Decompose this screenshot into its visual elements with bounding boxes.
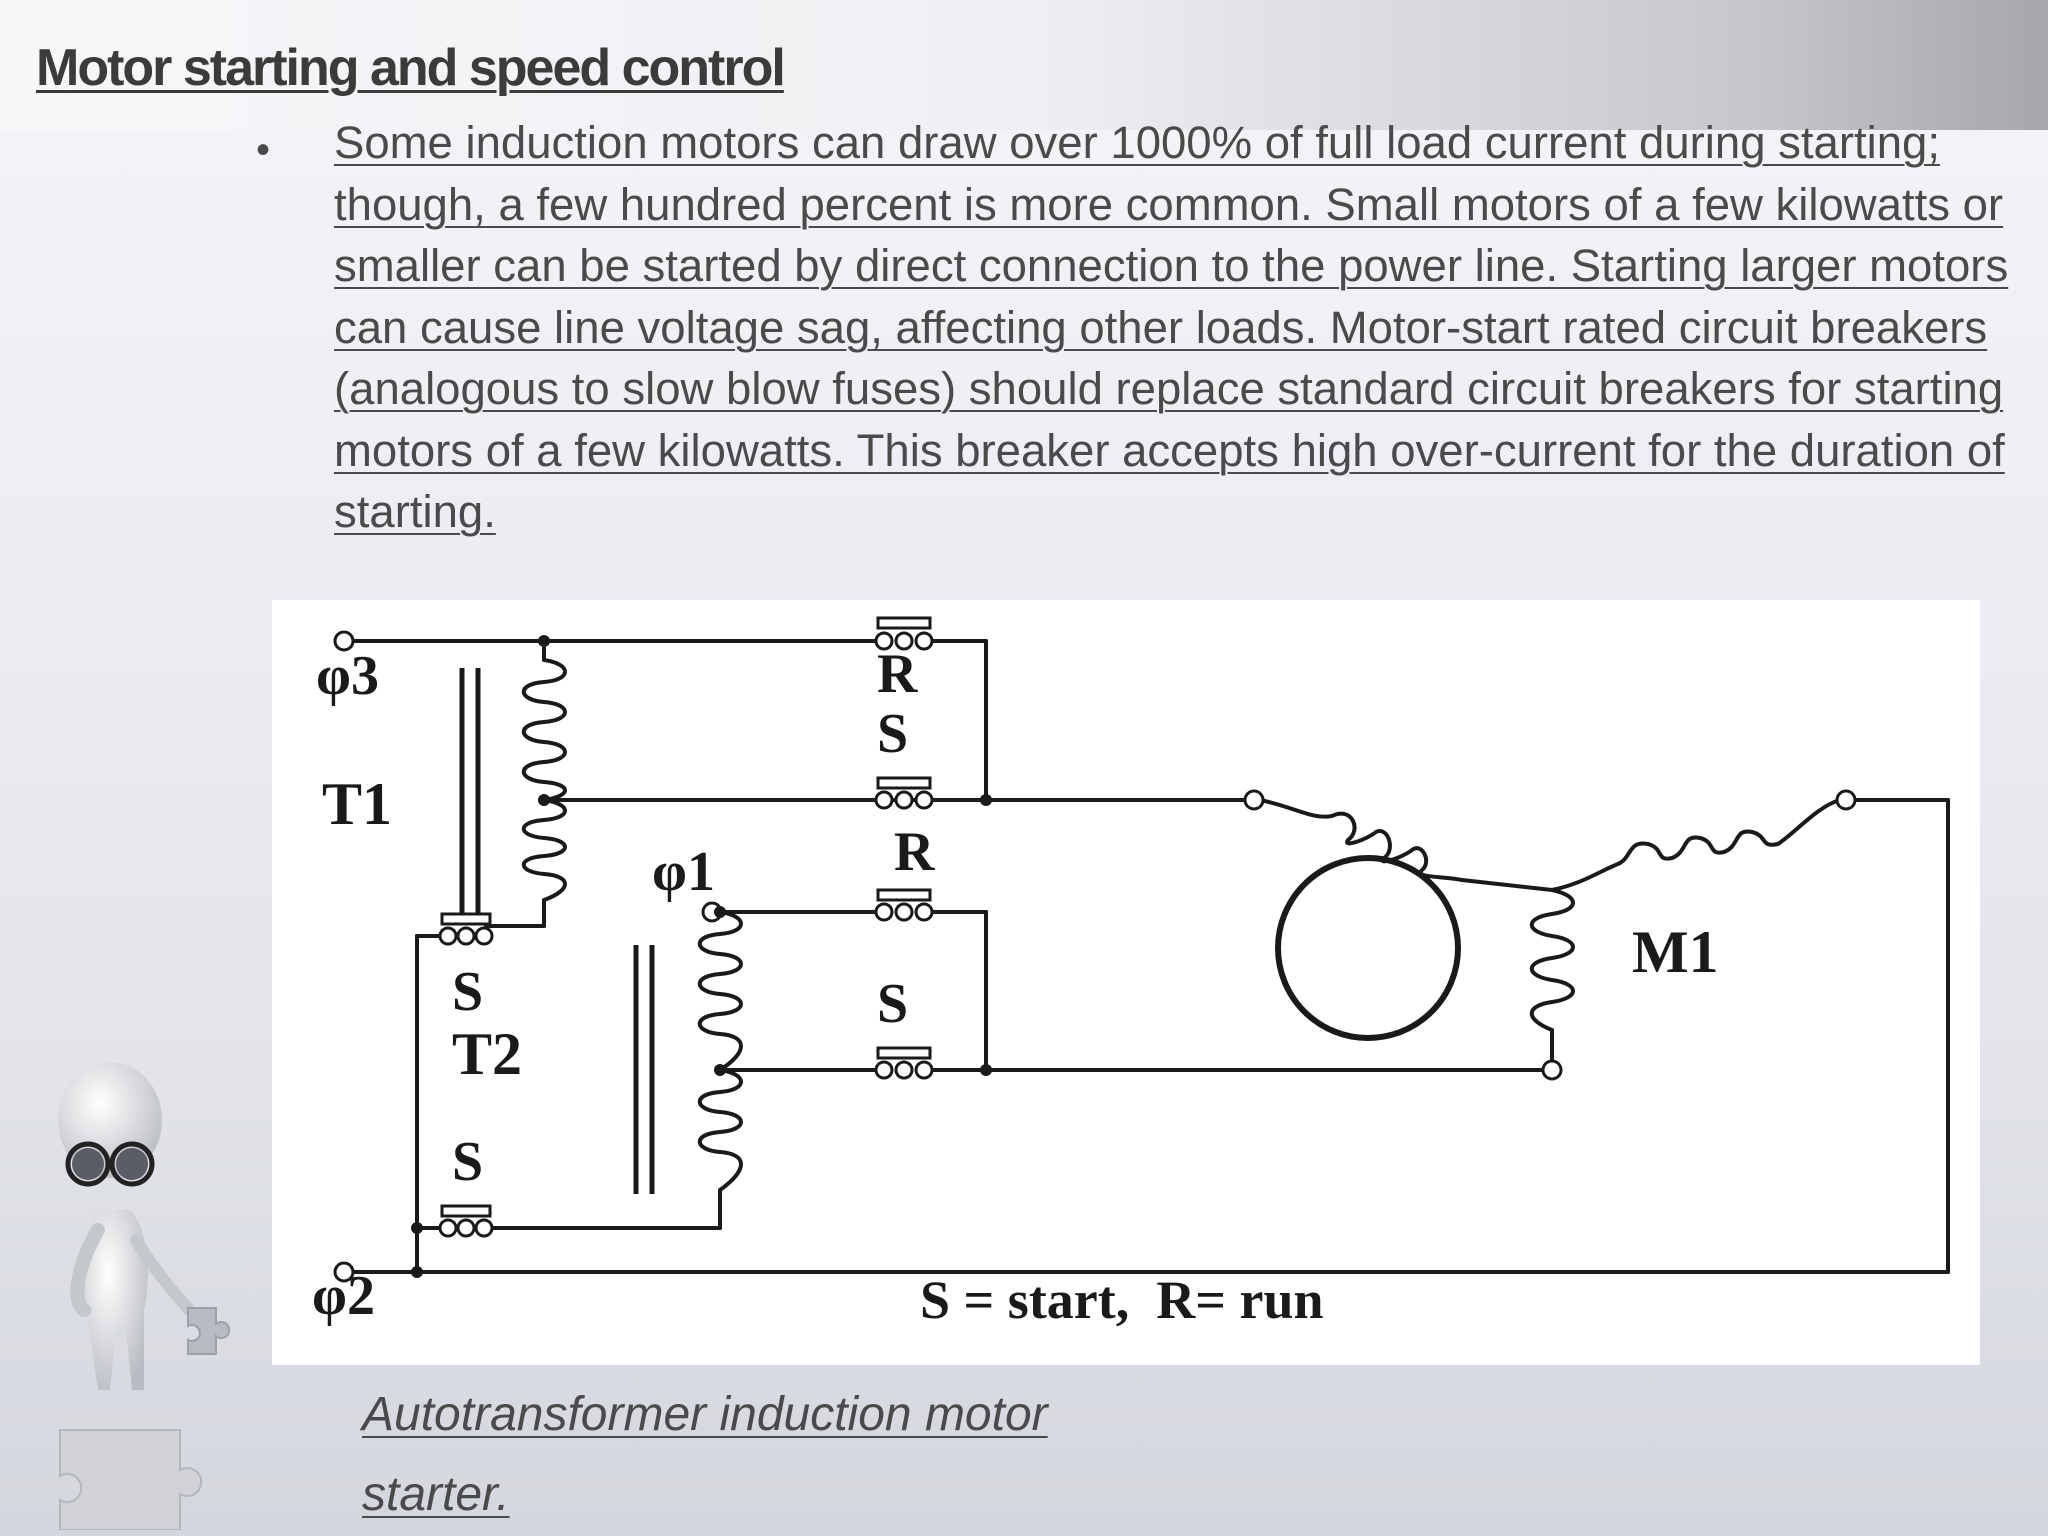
contacts (333, 616, 1857, 1283)
caption-line2: starter. (362, 1468, 510, 1521)
motor-winding-bottom (1529, 888, 1575, 1032)
diagram-caption: Autotransformer induction motor starter. (362, 1375, 1048, 1535)
bullet-text: Some induction motors can draw over 1000… (334, 117, 2009, 537)
circuit-svg: φ3 T1 φ1 S T2 S φ2 R S R S M1 S = start,… (312, 616, 1950, 1330)
label-t2: T2 (452, 1021, 522, 1087)
bullet-marker: • (256, 128, 271, 172)
motor-rotor (1275, 855, 1461, 1041)
title-band (0, 0, 2048, 130)
t2-winding (697, 910, 743, 1192)
label-s-mid: S (877, 973, 908, 1035)
caption-line1: Autotransformer induction motor (362, 1388, 1048, 1441)
label-s-top: S (877, 703, 908, 765)
label-phase1: φ1 (652, 841, 715, 903)
label-phase2: φ2 (312, 1265, 375, 1327)
slide-title: Motor starting and speed control (36, 39, 786, 97)
thinking-figure-illustration (58, 1062, 231, 1530)
label-r-top: R (877, 643, 918, 705)
motor-winding-right (1551, 798, 1841, 892)
label-t1: T1 (322, 771, 392, 837)
label-s-t2: S (452, 1131, 483, 1193)
t1-winding (521, 658, 567, 902)
puzzle-piece-icon (187, 1307, 231, 1355)
junction-dots (411, 635, 992, 1278)
label-phase3: φ3 (316, 645, 379, 707)
label-legend: S = start, R= run (920, 1270, 1324, 1330)
label-s-t1: S (452, 961, 483, 1023)
label-m1: M1 (1632, 919, 1719, 985)
transformer-cores (459, 668, 655, 1194)
motor-winding-left (1259, 798, 1553, 892)
label-r-mid: R (894, 821, 935, 883)
starter-circuit-diagram: φ3 T1 φ1 S T2 S φ2 R S R S M1 S = start,… (272, 600, 1980, 1365)
